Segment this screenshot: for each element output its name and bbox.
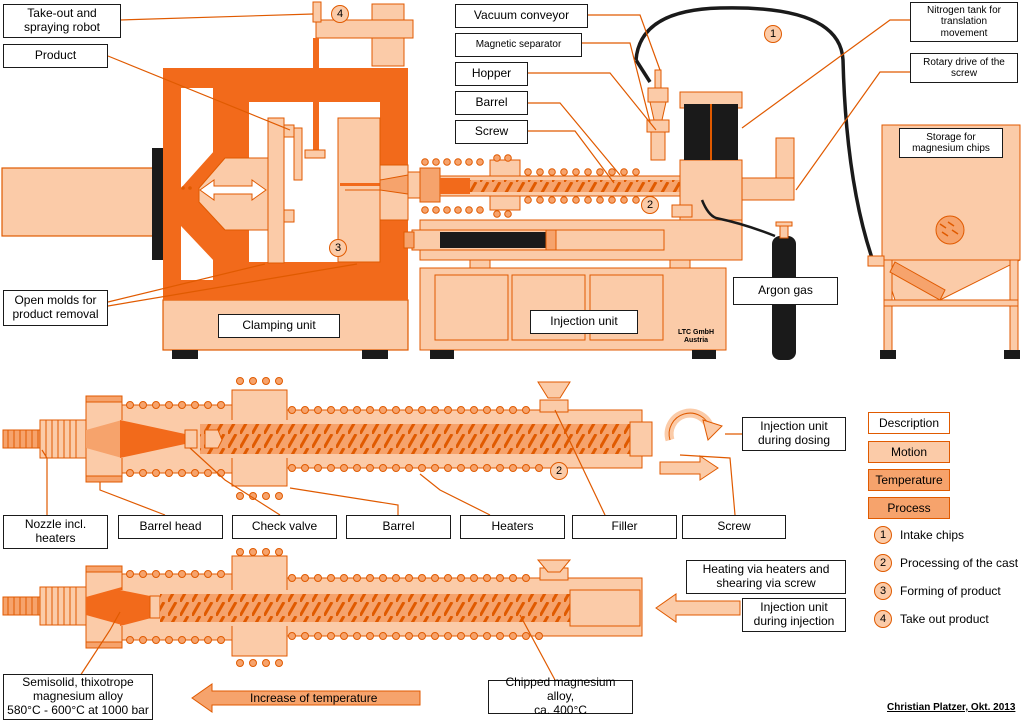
legend-step-1-label: Intake chips [900,528,965,542]
label-heaters: Heaters [460,515,565,539]
label-chipped: Chipped magnesium alloy, ca. 400°C [488,675,633,717]
temperature-arrow [191,683,421,713]
label-hopper: Hopper [455,62,528,86]
badge-step-4: 4 [331,5,349,23]
legend-step-3-label: Forming of product [900,584,1001,598]
badge-step-2-detail: 2 [550,462,568,480]
label-argon-gas: Argon gas [733,277,838,305]
label-clamping-unit: Clamping unit [218,314,340,338]
legend-motion: Motion [868,441,950,463]
label-takeout-robot: Take-out and spraying robot [3,4,121,38]
barrel-dosing [2,377,723,500]
legend-step-2-label: Processing of the cast [900,556,1019,570]
legend-description: Description [868,412,950,434]
barrel-injection [2,548,741,667]
label-open-molds: Open molds for product removal [3,290,108,326]
label-vacuum-conveyor: Vacuum conveyor [455,4,588,28]
legend-temperature: Temperature [868,469,950,491]
legend-process: Process [868,497,950,519]
legend-step-2-badge: 2 [874,554,892,572]
label-check-valve: Check valve [232,515,337,539]
label-nozzle: Nozzle incl. heaters [3,515,108,549]
legend-step-4-label: Take out product [900,612,989,626]
label-screw-detail: Screw [682,515,786,539]
label-injection-unit: Injection unit [530,310,638,334]
label-ltc: LTC GmbH Austria [677,329,715,344]
label-barrel-detail: Barrel [346,515,451,539]
label-during-dosing: Injection unit during dosing [742,417,846,451]
label-magnetic-separator: Magnetic separator [455,33,582,57]
label-semisolid: Semisolid, thixotrope magnesium alloy 58… [3,674,153,720]
label-filler: Filler [572,515,677,539]
label-nitrogen-tank: Nitrogen tank for translation movement [910,2,1018,42]
legend-step-4-badge: 4 [874,610,892,628]
magnesium-storage [880,124,1021,359]
injection-unit-top [340,69,795,359]
label-rotary-drive: Rotary drive of the screw [910,53,1018,83]
label-barrel-head: Barrel head [118,515,223,539]
dosing-leaders [41,409,742,516]
label-heating-shearing: Heating via heaters and shearing via scr… [686,560,846,594]
label-screw: Screw [455,120,528,144]
label-increase-temp: Increase of temperature [250,691,378,705]
legend-step-3-badge: 3 [874,582,892,600]
label-barrel: Barrel [455,91,528,115]
takeout-robot [304,1,414,159]
badge-step-3: 3 [329,239,347,257]
label-product: Product [3,44,108,68]
badge-step-2: 2 [641,196,659,214]
label-during-injection: Injection unit during injection [742,598,846,632]
credit: Christian Platzer, Okt. 2013 [887,702,1016,713]
legend-step-1-badge: 1 [874,526,892,544]
label-storage: Storage for magnesium chips [899,128,1003,158]
injection-leaders [79,611,556,681]
clamping-unit [1,68,409,359]
badge-step-1: 1 [764,25,782,43]
